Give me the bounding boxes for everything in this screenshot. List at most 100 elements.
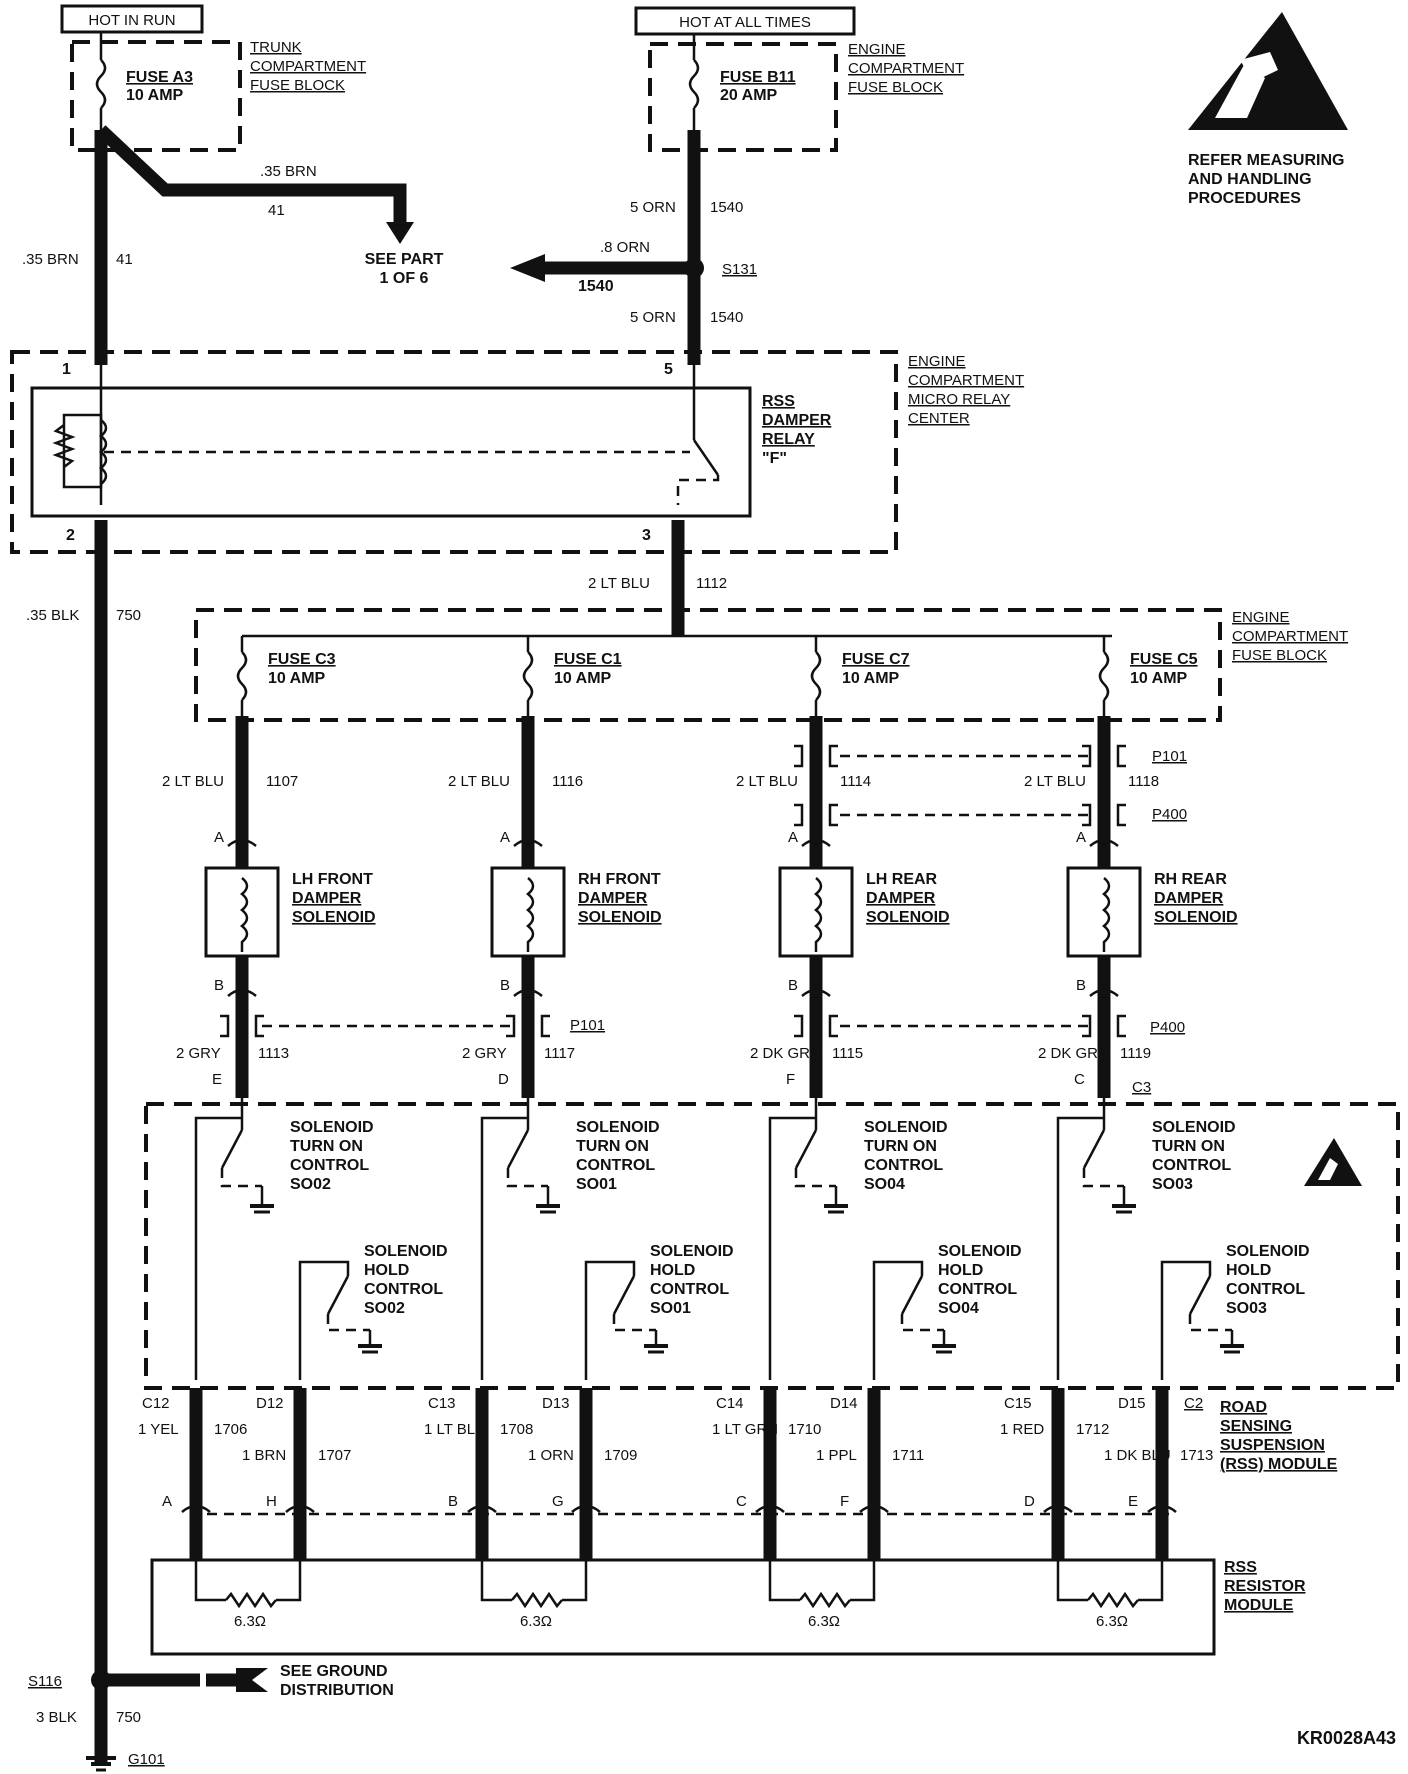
channel-2-resistor-value: 6.3Ω [520,1613,552,1630]
channel-3-turn-on-1: SOLENOID [864,1119,948,1136]
rss-module-name-4: (RSS) MODULE [1220,1456,1338,1473]
channel-4-resistor-pin2-mark [1147,1504,1177,1513]
channel-4-turn-on-2: TURN ON [1152,1138,1225,1155]
channel-3-turn-on-2: TURN ON [864,1138,937,1155]
channel-1-d-pin: D12 [256,1395,284,1412]
channel-3-hold-4: SO04 [938,1300,979,1317]
channel-1-hold-switch [326,1275,350,1315]
channel-4-resistor-value: 6.3Ω [1096,1613,1128,1630]
connector-p400-bottom: P400 [1150,1019,1185,1036]
channel-4-connector-bracket-r-1 [1116,803,1126,827]
channel-4-connector-bracket-2 [1082,1014,1092,1038]
channel-1-resistor-lead-1 [194,1560,226,1602]
connector-p101-bottom: P101 [570,1017,605,1034]
fuse-a3-block [70,40,242,152]
channel-1-turn-on-2: TURN ON [290,1138,363,1155]
channel-3-fuse-name: FUSE C7 [842,651,910,668]
channel-1-resistor-value: 6.3Ω [234,1613,266,1630]
relay-location-3: MICRO RELAY [908,391,1010,408]
channel-2-turn-on-return [480,1116,528,1380]
channel-3-fuse-rating: 10 AMP [842,670,900,687]
connector-c2: C2 [1184,1395,1203,1412]
hot-in-run-box [60,4,204,34]
channel-3-solenoid-name-1: LH REAR [866,871,938,888]
see-part-line-2: 1 OF 6 [380,270,429,287]
channel-3-wire2-color: 1 PPL [816,1447,857,1464]
channel-2-wire-color-top: 2 LT BLU [448,773,510,790]
channel-4-resistor-pin-2: E [1128,1493,1138,1510]
channel-2-hold-4: SO01 [650,1300,691,1317]
channel-4-turn-on-3: CONTROL [1152,1157,1231,1174]
channel-4-connector-bracket-r-0 [1116,744,1126,768]
channel-1-fuse-name: FUSE C3 [268,651,336,668]
label-g101: G101 [128,1751,165,1768]
channel-3-hold-3: CONTROL [938,1281,1017,1298]
channel-2-d-pin: D13 [542,1395,570,1412]
channel-4-solenoid-name-1: RH REAR [1154,871,1227,888]
channel-2-solenoid-coil [526,877,535,952]
connector-c3: C3 [1132,1079,1151,1096]
arrow-see-part [386,222,414,244]
fuse-a3-location-1: TRUNK [250,39,302,56]
channel-2-connector-bracket-r-0 [540,1014,550,1038]
fuse-b11-block [648,42,838,152]
channel-3-wire-color-bottom: 2 DK GRN [750,1045,821,1062]
channel-2-circuit-bottom: 1117 [544,1045,575,1062]
channel-1-turn-on-return [194,1116,242,1380]
channel-2-solenoid-name-3: SOLENOID [578,909,662,926]
channel-1-hold-3: CONTROL [364,1281,443,1298]
channel-3-d-pin: D14 [830,1395,858,1412]
connector-p101-top: P101 [1152,748,1187,765]
channel-2-hold-link [612,1314,656,1332]
label-3blk: 3 BLK [36,1709,77,1726]
fuse-a3-name: FUSE A3 [126,69,193,86]
rss-module-name-1: ROAD [1220,1399,1267,1416]
fuse-a3-location-2: COMPARTMENT [250,58,366,75]
channel-1-hold-link [326,1314,370,1332]
channel-1-wire1-color: 1 YEL [138,1421,179,1438]
label-41-branch: 41 [268,202,285,219]
channel-1-turn-on-4: SO02 [290,1176,331,1193]
channel-1-turn-on-1: SOLENOID [290,1119,374,1136]
channel-3-pin-a: A [788,829,798,846]
channel-3-turn-on-return [768,1116,816,1380]
channel-4-wire1-color: 1 RED [1000,1421,1044,1438]
channel-4-turn-on-link [1082,1168,1124,1188]
channel-2-fuse-name: FUSE C1 [554,651,622,668]
channel-4-fuse-rating: 10 AMP [1130,670,1188,687]
label-750-ground: 750 [116,1709,141,1726]
channel-1-resistor-pin1-mark [181,1504,211,1513]
channel-2-hold-feed [584,1260,636,1380]
rss-module-name-2: SENSING [1220,1418,1292,1435]
channel-4-resistor-lead-1 [1056,1560,1088,1602]
channel-4-pin-b: B [1076,977,1086,994]
label-750: 750 [116,607,141,624]
channel-1-turn-on-3: CONTROL [290,1157,369,1174]
channel-2-hold-1: SOLENOID [650,1243,734,1260]
channel-2-resistor-pin-1: B [448,1493,458,1510]
channel-4-connector-bracket-r-2 [1116,1014,1126,1038]
see-ground-line-2: DISTRIBUTION [280,1682,394,1699]
channel-2-wire1-circuit: 1708 [500,1421,533,1438]
fuse-b11-location-2: COMPARTMENT [848,60,964,77]
channel-1-turn-on-link [220,1168,262,1188]
label-1540-a: 1540 [710,199,743,216]
channel-4-wire2-color: 1 DK BLU [1104,1447,1171,1464]
channel-4-pin-a: A [1076,829,1086,846]
rss-damper-relay-box [30,386,752,518]
relay-name-1: RSS [762,393,795,410]
channel-4-connector-bracket-0 [1082,744,1092,768]
label-35blk: .35 BLK [26,607,79,624]
channel-3-wire1-color: 1 LT GRN [712,1421,778,1438]
resistor-module-name-1: RSS [1224,1559,1257,1576]
channel-1-connector-bracket-0 [220,1014,230,1038]
channel-3-connector-bracket-1 [794,803,804,827]
channel-3-turn-on-link [794,1168,836,1188]
channel-1-connector-bracket-r-0 [254,1014,264,1038]
fuse-a3-rating: 10 AMP [126,87,184,104]
relay-name-2: DAMPER [762,412,832,429]
channel-3-hold-1: SOLENOID [938,1243,1022,1260]
channel-3-pin-b-mark [801,988,831,997]
channel-1-resistor-pin-1: A [162,1493,172,1510]
